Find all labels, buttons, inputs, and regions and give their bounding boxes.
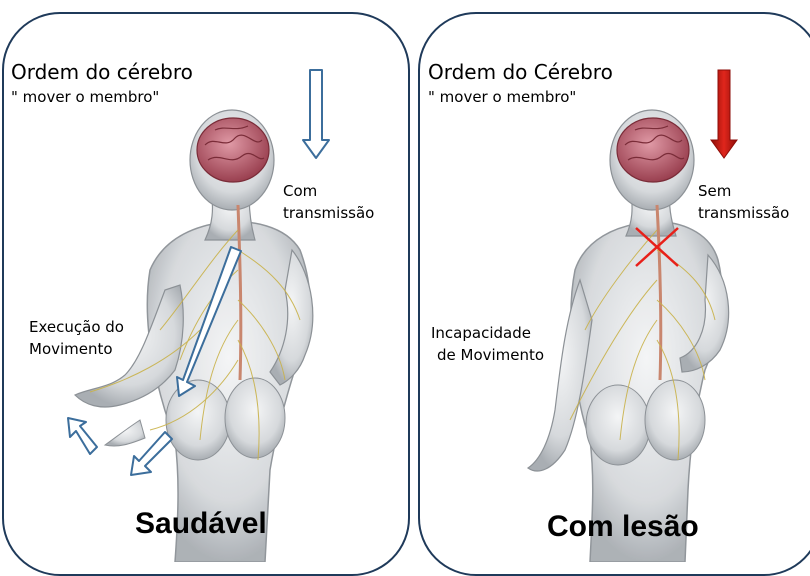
incapacity-label-line1: Incapacidade xyxy=(431,323,531,344)
brain-command-subheading-2: " mover o membro" xyxy=(428,88,576,106)
transmission-label-line1: Com xyxy=(283,181,317,202)
down-arrow-icon-red xyxy=(711,70,737,158)
healthy-title: Saudável xyxy=(135,507,267,541)
incapacity-label-line2: de Movimento xyxy=(437,345,544,366)
brain-icon-2 xyxy=(617,118,689,182)
transmission-label-line2: transmissão xyxy=(283,203,374,224)
brain-command-heading: Ordem do cérebro xyxy=(11,60,193,84)
down-arrow-icon xyxy=(303,70,329,158)
brain-command-subheading: " mover o membro" xyxy=(11,88,159,106)
lesion-body-figure xyxy=(528,110,729,562)
execution-label-line1: Execução do xyxy=(29,317,124,338)
movement-arrow-icon xyxy=(68,418,97,454)
lesion-title: Com lesão xyxy=(547,510,699,544)
figures-layer xyxy=(0,0,810,562)
no-transmission-label-line2: transmissão xyxy=(698,203,789,224)
no-transmission-label-line1: Sem xyxy=(698,181,731,202)
execution-label-line2: Movimento xyxy=(29,339,113,360)
brain-icon xyxy=(197,118,269,182)
brain-command-heading-2: Ordem do Cérebro xyxy=(428,60,613,84)
